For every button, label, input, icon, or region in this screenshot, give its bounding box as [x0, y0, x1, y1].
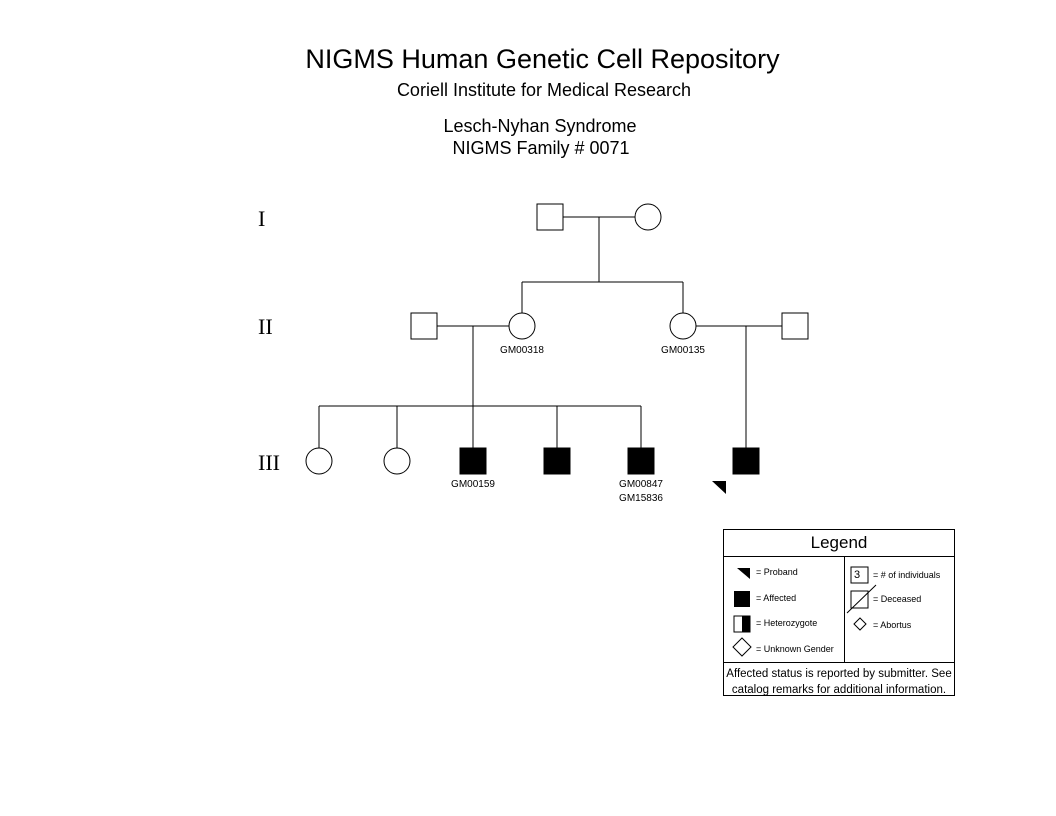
disease-name: Lesch-Nyhan Syndrome: [443, 116, 637, 136]
legend-symbols: [732, 566, 877, 657]
legend-heterozygote: = Heterozygote: [756, 618, 818, 628]
generation-label-ii: II: [258, 314, 273, 339]
affected-symbol: [734, 591, 750, 607]
gen3-affected-male-4: [732, 447, 760, 475]
legend-abortus: = Abortus: [873, 620, 912, 630]
num-individuals-symbol: [850, 566, 869, 584]
gen1-female: [634, 203, 662, 231]
gen2-right-female: [669, 312, 697, 340]
gen3-affected-male-3: [627, 447, 655, 475]
legend-affected: = Affected: [756, 593, 797, 603]
individual-id: GM00318: [500, 345, 544, 356]
gen3-female-1: [305, 447, 333, 475]
legend-note: Affected status is reported by submitter…: [724, 666, 954, 698]
gen1-male: [536, 203, 564, 231]
legend-deceased: = Deceased: [873, 594, 922, 604]
generation-label-iii: III: [258, 450, 280, 475]
individual-id: GM00159: [451, 479, 495, 490]
legend-divider: [724, 556, 954, 557]
legend-note-line: catalog remarks for additional informati…: [731, 684, 947, 696]
legend-number: 3: [854, 569, 861, 581]
gen3-affected-male-1: [459, 447, 487, 475]
legend-box: Legend 3 = Proband = Affected = Heterozy…: [723, 529, 955, 696]
proband-symbol: [737, 568, 750, 579]
family-number: NIGMS Family # 0071: [452, 138, 630, 158]
individual-id: GM15836: [619, 493, 663, 504]
legend-num-individuals: = # of individuals: [873, 570, 941, 580]
unknown-gender-symbol: [732, 637, 752, 657]
proband-arrow: [712, 481, 726, 494]
individual-id: GM00847: [619, 479, 663, 490]
legend-unknown-gender: = Unknown Gender: [756, 644, 834, 654]
legend-proband: = Proband: [756, 567, 798, 577]
gen2-right-male: [781, 312, 809, 340]
legend-title: Legend: [810, 533, 868, 552]
generation-label-i: I: [258, 206, 266, 231]
legend-divider: [724, 662, 954, 663]
page-subtitle: Coriell Institute for Medical Research: [396, 80, 692, 100]
legend-divider: [844, 556, 845, 662]
gen3-affected-male-2: [543, 447, 571, 475]
page-title: NIGMS Human Genetic Cell Repository: [305, 44, 780, 74]
individual-id: GM00135: [661, 345, 705, 356]
deceased-symbol: [850, 590, 869, 609]
gen2-left-female: [508, 312, 536, 340]
legend-note-line: Affected status is reported by submitter…: [726, 668, 952, 680]
gen2-left-male: [410, 312, 438, 340]
gen3-female-2: [383, 447, 411, 475]
abortus-symbol: [853, 617, 867, 631]
